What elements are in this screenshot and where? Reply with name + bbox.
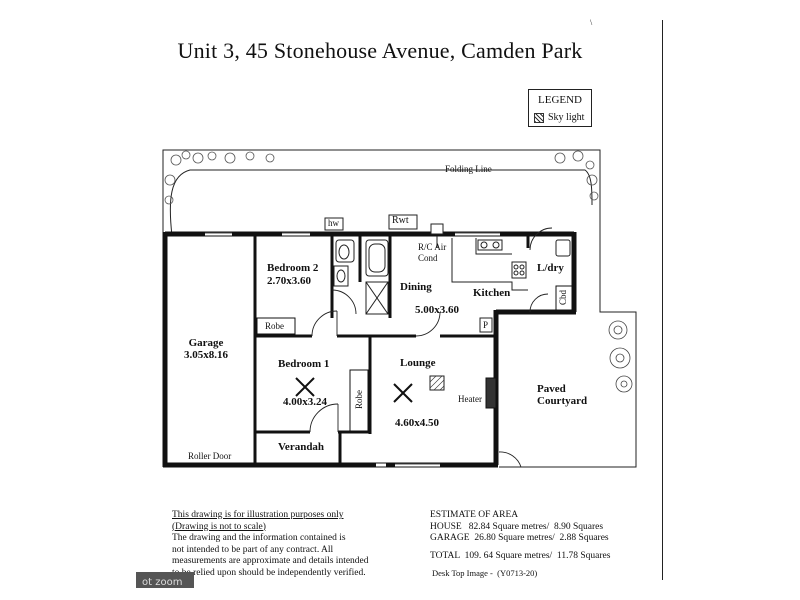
garage-size: 3.05x8.16 [184, 349, 228, 361]
heater-unit [485, 377, 497, 409]
cbd-label: Cbd [558, 289, 568, 305]
cond-label: Cond [418, 253, 438, 263]
kitchen-benches [451, 238, 571, 291]
courtyard-label: Courtyard [537, 395, 588, 407]
page-fold-line [662, 20, 663, 580]
folding-line-label: Folding Line [445, 164, 492, 174]
lounge-size: 4.60x4.50 [395, 417, 439, 429]
legend-row: Sky light [534, 112, 584, 123]
disclaimer-line5: measurements are approximate and details… [172, 556, 369, 566]
dining-size: 5.00x3.60 [415, 304, 459, 316]
disclaimer-line2: (Drawing is not to scale) [172, 521, 266, 532]
area-heading: ESTIMATE OF AREA [430, 510, 519, 520]
legend-item-label: Sky light [548, 112, 585, 123]
disclaimer: This drawing is for illustration purpose… [172, 510, 369, 579]
bedroom1-size: 4.00x3.24 [283, 396, 327, 408]
pantry-box [479, 317, 493, 333]
windows [205, 232, 500, 467]
p-label: P [483, 320, 489, 330]
heater-label: Heater [458, 394, 482, 404]
robe-label: Robe [265, 321, 284, 331]
disclaimer-line3: The drawing and the information containe… [172, 533, 346, 543]
courtyard-shrubs [608, 320, 633, 393]
verandah-label: Verandah [278, 441, 325, 453]
paved-label: Paved [537, 383, 566, 395]
interior-walls [253, 236, 530, 465]
lounge-label: Lounge [400, 357, 436, 369]
watermark: ot zoom [136, 572, 194, 588]
kitchen-label: Kitchen [473, 287, 511, 299]
ceiling-fan-icons [295, 377, 413, 403]
bedroom2-size: 2.70x3.60 [267, 275, 311, 287]
area-total: TOTAL 109. 64 Square metres/ 11.78 Squar… [430, 550, 611, 561]
page-title: Unit 3, 45 Stonehouse Avenue, Camden Par… [177, 38, 583, 63]
skylight-hatch [429, 375, 445, 391]
rwt-label: Rwt [392, 215, 409, 226]
corner-mark: \ [590, 18, 593, 27]
external-fixtures [324, 214, 444, 248]
door-swings [309, 227, 553, 468]
window-lines [205, 232, 500, 468]
disclaimer-line4: not intended to be part of any contract.… [172, 544, 334, 555]
dining-label: Dining [400, 281, 432, 293]
legend-title: LEGEND [538, 94, 582, 106]
bedroom1-label: Bedroom 1 [278, 358, 330, 370]
skylight-icon [429, 375, 445, 391]
bathroom-fixtures [333, 239, 389, 315]
area-estimate: ESTIMATE OF AREA HOUSE 82.84 Square metr… [430, 510, 610, 562]
reference-code: Desk Top Image - (Y0713-20) [432, 568, 538, 578]
bedroom2-label: Bedroom 2 [267, 262, 319, 274]
garage-label: Garage [188, 337, 224, 349]
ldry-label: L/dry [537, 262, 564, 274]
skylight-icon [534, 112, 544, 123]
exterior-walls [162, 231, 577, 468]
disclaimer-line6: to be relied upon should be independentl… [172, 567, 366, 578]
legend-box: LEGEND Sky light [528, 89, 592, 127]
hedge-shrubs [164, 150, 599, 205]
area-garage: GARAGE 26.80 Square metres/ 2.88 Squares [430, 533, 609, 543]
disclaimer-line1: This drawing is for illustration purpose… [172, 510, 344, 520]
area-house: HOUSE 82.84 Square metres/ 8.90 Squares [430, 521, 604, 532]
hw-label: hw [328, 218, 339, 228]
robe-vertical-label: Robe [354, 390, 364, 409]
roller-door-label: Roller Door [188, 451, 232, 461]
thin-walls [256, 285, 573, 433]
rc-air-label: R/C Air [418, 242, 447, 252]
